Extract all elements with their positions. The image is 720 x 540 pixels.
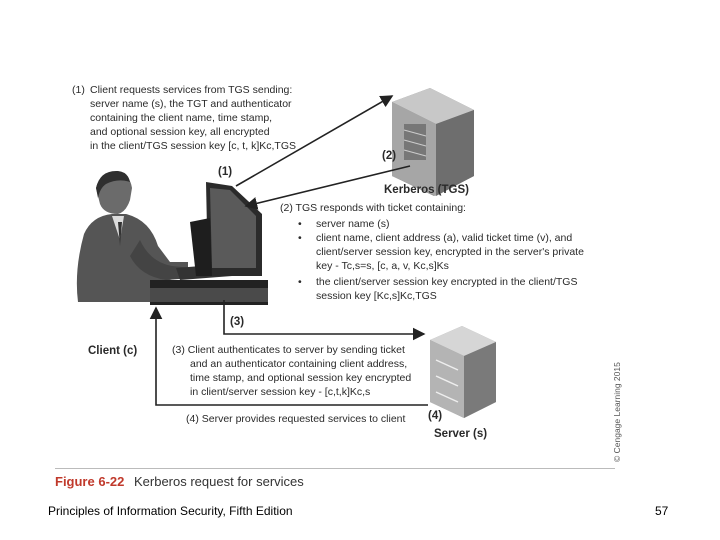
arrow-label-1: (1) bbox=[218, 166, 233, 178]
footer-book-title: Principles of Information Security, Fift… bbox=[48, 504, 293, 518]
step1-line: containing the client name, time stamp, bbox=[90, 112, 273, 124]
step2-bullet-line: key - Tc,s=s, [c, a, v, Kc,s]Ks bbox=[316, 260, 449, 272]
figure-title: Kerberos request for services bbox=[133, 474, 304, 489]
step1-line: server name (s), the TGT and authenticat… bbox=[90, 98, 292, 110]
step2-bullet-line: client/server session key, encrypted in … bbox=[316, 246, 584, 258]
step2-bullet: client name, client address (a), valid t… bbox=[298, 232, 572, 244]
step1-line: and optional session key, all encrypted bbox=[90, 126, 270, 138]
step2-intro: (2) TGS responds with ticket containing: bbox=[280, 202, 466, 214]
page-number: 57 bbox=[655, 504, 669, 518]
step3-line: time stamp, and optional session key enc… bbox=[190, 372, 412, 384]
application-server-illustration bbox=[430, 326, 496, 418]
arrow-label-3: (3) bbox=[230, 316, 245, 328]
client-illustration bbox=[76, 170, 268, 305]
step1-line: Client requests services from TGS sendin… bbox=[90, 84, 293, 96]
step2-bullet: the client/server session key encrypted … bbox=[298, 276, 578, 288]
arrow-service-to-client bbox=[149, 306, 428, 406]
arrow-label-4: (4) bbox=[428, 410, 443, 422]
server-label: Server (s) bbox=[434, 428, 488, 440]
step4-text: (4) Server provides requested services t… bbox=[186, 413, 406, 425]
kerberos-tgs-label: Kerberos (TGS) bbox=[384, 184, 469, 196]
arrow-authenticate-to-server bbox=[223, 300, 426, 341]
step1-line: in the client/TGS session key [c, t, k]K… bbox=[90, 140, 296, 152]
step2-bullet: server name (s) bbox=[298, 218, 389, 230]
arrow-label-2: (2) bbox=[382, 150, 397, 162]
figure-number: Figure 6-22 bbox=[55, 474, 125, 489]
caption-rule bbox=[55, 468, 615, 469]
step3-line: and an authenticator containing client a… bbox=[190, 358, 408, 370]
client-label: Client (c) bbox=[88, 345, 138, 357]
copyright-notice: © Cengage Learning 2015 bbox=[612, 362, 622, 462]
kerberos-server-illustration bbox=[392, 88, 474, 196]
step3-line: in client/server session key - [c,t,k]Kc… bbox=[190, 386, 371, 398]
figure-caption: Figure 6-22 Kerberos request for service… bbox=[55, 474, 304, 489]
step1-number: (1) bbox=[72, 84, 85, 96]
step2-bullet-line: session key [Kc,s]Kc,TGS bbox=[316, 290, 437, 302]
arrow-request-to-tgs bbox=[235, 95, 394, 187]
step3-line: (3) Client authenticates to server by se… bbox=[172, 344, 405, 356]
arrow-response-from-tgs bbox=[244, 165, 411, 210]
